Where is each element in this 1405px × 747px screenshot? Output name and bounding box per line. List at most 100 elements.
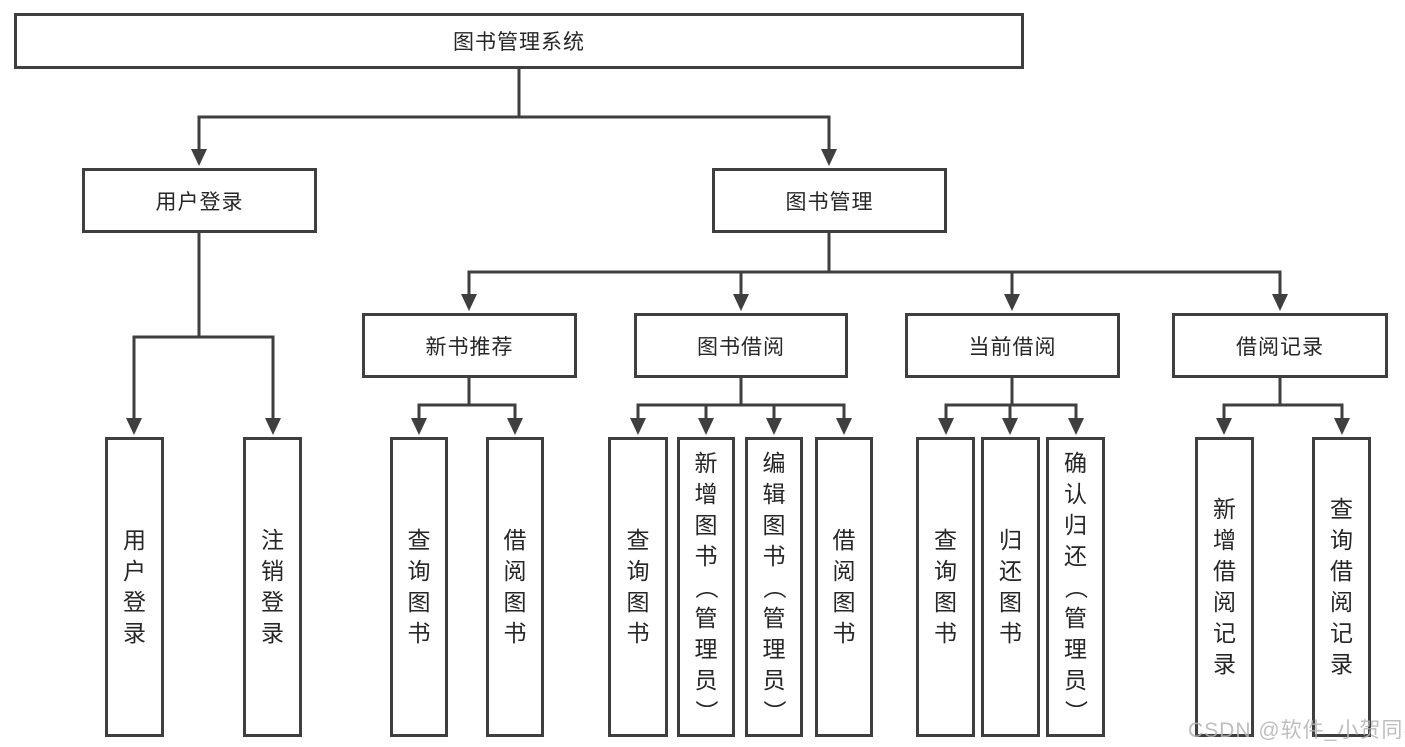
node-label: 借阅记录 bbox=[1236, 335, 1324, 359]
vertical-label-char: 查 bbox=[934, 527, 957, 553]
node-borrowing-records: 借阅记录 bbox=[1172, 313, 1388, 378]
vertical-label-char: 户 bbox=[123, 558, 146, 584]
node-query-books-recommend: 查询图书 bbox=[390, 437, 448, 737]
vertical-label-char: 图 bbox=[626, 589, 650, 615]
vertical-label-char: 登 bbox=[123, 589, 146, 615]
vertical-label-char: 登 bbox=[261, 589, 284, 615]
vertical-label-char: （ bbox=[761, 575, 788, 599]
arrowhead-down-icon bbox=[126, 418, 142, 435]
vertical-label-char: 增 bbox=[694, 480, 718, 507]
arrowhead-down-icon bbox=[265, 418, 281, 435]
node-current-borrowing: 当前借阅 bbox=[905, 313, 1120, 378]
vertical-label-char: 归 bbox=[1064, 511, 1087, 538]
arrowhead-down-icon bbox=[733, 294, 749, 311]
node-library-management-system: 图书管理系统 bbox=[14, 13, 1024, 69]
arrowhead-down-icon bbox=[821, 149, 837, 166]
vertical-label-char: ） bbox=[693, 699, 720, 723]
vertical-label-char: 还 bbox=[1064, 542, 1087, 569]
vertical-label-char: 销 bbox=[261, 558, 284, 584]
node-query-books-borrowing: 查询图书 bbox=[608, 437, 668, 737]
node-new-book-recommendation: 新书推荐 bbox=[362, 313, 577, 378]
vertical-label-char: 录 bbox=[1330, 651, 1353, 677]
vertical-label-char: 书 bbox=[626, 620, 650, 646]
node-book-management: 图书管理 bbox=[712, 168, 947, 233]
vertical-label-char: （ bbox=[693, 575, 720, 599]
vertical-label-char: 新 bbox=[694, 449, 718, 476]
vertical-label-char: （ bbox=[1063, 575, 1089, 599]
vertical-label-char: 理 bbox=[694, 635, 718, 662]
node-user-login: 用户登录 bbox=[82, 168, 317, 233]
vertical-label-char: 借 bbox=[503, 527, 527, 553]
vertical-label-char: 员 bbox=[762, 666, 786, 693]
watermark: CSDN @软件_小贺同学 bbox=[1188, 719, 1405, 742]
vertical-label-char: 书 bbox=[762, 542, 786, 569]
vertical-label-char: 查 bbox=[1330, 496, 1353, 522]
vertical-label-char: 阅 bbox=[1330, 589, 1353, 615]
vertical-label-char: 用 bbox=[123, 527, 146, 553]
node-add-borrow-record: 新增借阅记录 bbox=[1195, 437, 1254, 737]
vertical-label-char: 认 bbox=[1064, 480, 1087, 507]
vertical-label-char: 归 bbox=[999, 527, 1022, 553]
vertical-label-char: 书 bbox=[999, 620, 1022, 646]
vertical-label-char: 图 bbox=[832, 589, 856, 615]
arrowhead-down-icon bbox=[1068, 418, 1084, 435]
vertical-label-char: 注 bbox=[261, 527, 284, 553]
vertical-label-char: ） bbox=[761, 699, 788, 723]
vertical-label-char: 借 bbox=[1213, 558, 1236, 584]
vertical-label-char: 员 bbox=[1064, 666, 1087, 693]
vertical-label-char: 询 bbox=[934, 558, 957, 584]
vertical-label-char: 图 bbox=[934, 589, 957, 615]
vertical-label-char: 图 bbox=[503, 589, 527, 615]
vertical-label-char: 书 bbox=[407, 620, 431, 646]
vertical-label-char: 理 bbox=[762, 635, 786, 662]
arrowhead-down-icon bbox=[1002, 418, 1018, 435]
vertical-label-char: 辑 bbox=[762, 480, 786, 507]
vertical-label-char: 记 bbox=[1330, 620, 1353, 646]
node-label: 图书管理系统 bbox=[453, 31, 585, 54]
arrowhead-down-icon bbox=[507, 418, 523, 435]
vertical-label-char: 书 bbox=[503, 620, 527, 646]
node-confirm-return-admin: 确认归还（管理员） bbox=[1046, 437, 1105, 737]
vertical-label-char: 理 bbox=[1064, 635, 1087, 662]
vertical-label-char: 查 bbox=[626, 527, 650, 553]
arrowhead-down-icon bbox=[1272, 294, 1288, 311]
vertical-label-char: 录 bbox=[1213, 651, 1236, 677]
vertical-label-char: 管 bbox=[762, 604, 786, 631]
arrowhead-down-icon bbox=[1216, 418, 1232, 435]
vertical-label-char: 借 bbox=[832, 527, 856, 553]
vertical-label-char: 阅 bbox=[1213, 589, 1236, 615]
arrowhead-down-icon bbox=[630, 418, 646, 435]
vertical-label-char: 记 bbox=[1213, 620, 1236, 646]
arrowhead-down-icon bbox=[836, 418, 852, 435]
node-query-borrow-record: 查询借阅记录 bbox=[1312, 437, 1371, 737]
vertical-label-char: 图 bbox=[999, 589, 1022, 615]
vertical-label-char: 图 bbox=[762, 511, 786, 538]
node-borrow-books-borrowing: 借阅图书 bbox=[815, 437, 873, 737]
vertical-label-char: 询 bbox=[626, 558, 650, 584]
vertical-label-char: 阅 bbox=[832, 558, 856, 584]
vertical-label-char: 录 bbox=[261, 620, 284, 646]
vertical-label-char: 新 bbox=[1213, 496, 1236, 522]
node-query-books-current: 查询图书 bbox=[916, 437, 975, 737]
arrowhead-down-icon bbox=[698, 418, 714, 435]
vertical-label-char: 还 bbox=[999, 558, 1022, 584]
vertical-label-char: ） bbox=[1063, 699, 1089, 723]
node-label: 图书管理 bbox=[785, 190, 874, 214]
node-label: 当前借阅 bbox=[968, 335, 1057, 359]
vertical-label-char: 书 bbox=[694, 542, 718, 569]
vertical-label-char: 图 bbox=[407, 589, 431, 615]
vertical-label-char: 确 bbox=[1064, 449, 1087, 476]
vertical-label-char: 增 bbox=[1213, 527, 1236, 553]
node-book-borrowing: 图书借阅 bbox=[634, 313, 848, 378]
vertical-label-char: 查 bbox=[407, 527, 431, 553]
arrowhead-down-icon bbox=[766, 418, 782, 435]
arrowhead-down-icon bbox=[1334, 418, 1350, 435]
vertical-label-char: 书 bbox=[832, 620, 856, 646]
node-label: 新书推荐 bbox=[425, 335, 514, 359]
node-label: 图书借阅 bbox=[697, 335, 785, 359]
vertical-label-char: 询 bbox=[1330, 527, 1353, 553]
arrowhead-down-icon bbox=[1004, 294, 1020, 311]
vertical-label-char: 借 bbox=[1330, 558, 1353, 584]
